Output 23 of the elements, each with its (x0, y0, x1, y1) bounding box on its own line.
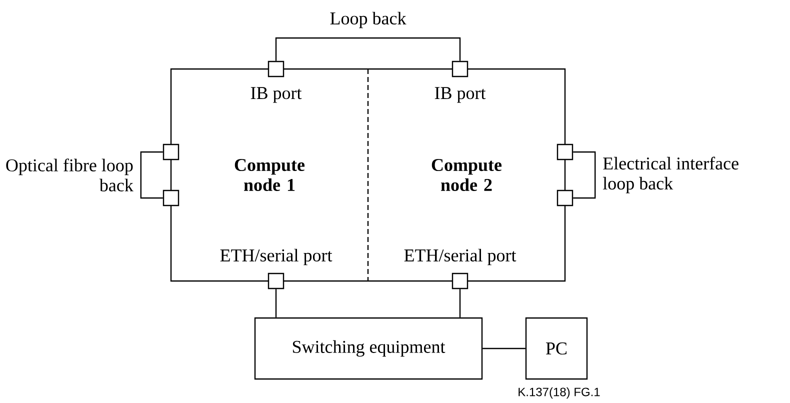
port-square (268, 272, 284, 290)
connector-line (482, 348, 526, 350)
equipment-box: PC (525, 317, 588, 380)
port-square (162, 190, 180, 206)
port-square (452, 60, 468, 78)
edge-label: Loop back (330, 12, 406, 28)
edge-label: Electrical interface loop back (602, 156, 738, 194)
port-square (268, 60, 284, 78)
edge-label: Optical fibre loop back (6, 158, 134, 192)
port-label: ETH/serial port (220, 248, 332, 266)
connector-line (573, 151, 596, 199)
equipment-box: Switching equipment (254, 317, 483, 380)
port-label: ETH/serial port (404, 248, 516, 266)
port-square (556, 144, 574, 160)
port-label: IB port (434, 87, 486, 103)
port-label: IB port (250, 87, 302, 103)
connector-line (140, 151, 163, 199)
connector-line (275, 37, 461, 61)
port-square (452, 272, 468, 290)
port-square (556, 190, 574, 206)
connector-line (459, 289, 461, 318)
port-square (162, 144, 180, 160)
connector-line (275, 289, 277, 318)
